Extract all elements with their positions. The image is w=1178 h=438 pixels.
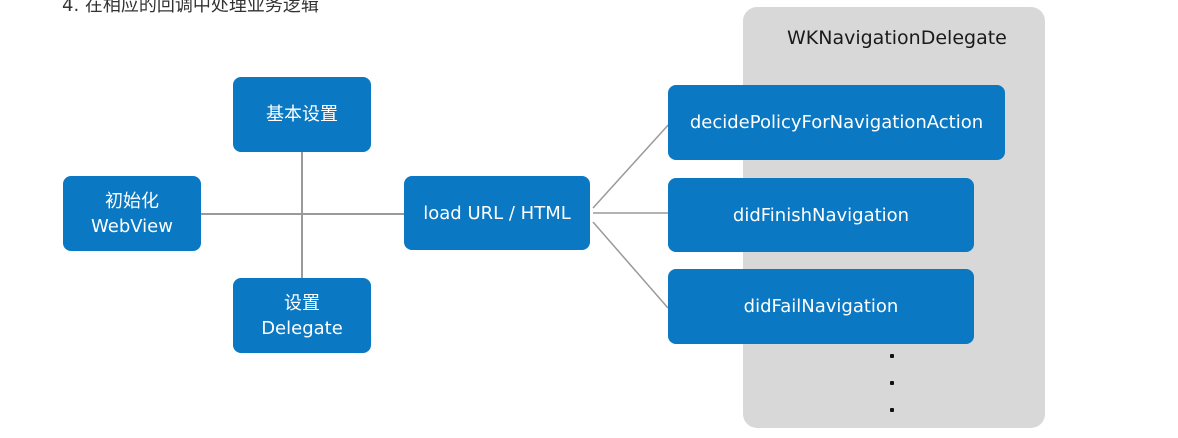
- ellipsis-dot: [890, 408, 894, 412]
- node-set-delegate-line1: 设置: [284, 292, 320, 314]
- delegate-panel-title: WKNavigationDelegate: [787, 27, 1007, 49]
- connector-settings-vertical: [301, 152, 303, 278]
- node-load-label: load URL / HTML: [423, 202, 571, 224]
- node-basic-settings: 基本设置: [233, 77, 371, 152]
- node-decide-policy: decidePolicyForNavigationAction: [668, 85, 1005, 160]
- step-heading: 4. 在相应的回调中处理业务逻辑: [62, 0, 319, 16]
- node-did-finish: didFinishNavigation: [668, 178, 974, 252]
- connector-load-to-fail: [592, 221, 669, 309]
- node-init-line1: 初始化: [105, 190, 159, 212]
- node-did-fail: didFailNavigation: [668, 269, 974, 344]
- node-did-fail-label: didFailNavigation: [743, 296, 899, 317]
- node-init-webview: 初始化 WebView: [63, 176, 201, 251]
- ellipsis-dot: [890, 381, 894, 385]
- node-init-line2: WebView: [91, 215, 173, 237]
- connector-load-to-decide: [592, 122, 671, 209]
- node-did-finish-label: didFinishNavigation: [732, 204, 910, 226]
- node-decide-policy-label: decidePolicyForNavigationAction: [689, 112, 984, 133]
- node-load-url-html: load URL / HTML: [404, 176, 590, 250]
- node-set-delegate-line2: Delegate: [261, 317, 343, 339]
- node-set-delegate: 设置 Delegate: [233, 278, 371, 353]
- node-basic-settings-label: 基本设置: [266, 104, 338, 125]
- ellipsis-dot: [890, 354, 894, 358]
